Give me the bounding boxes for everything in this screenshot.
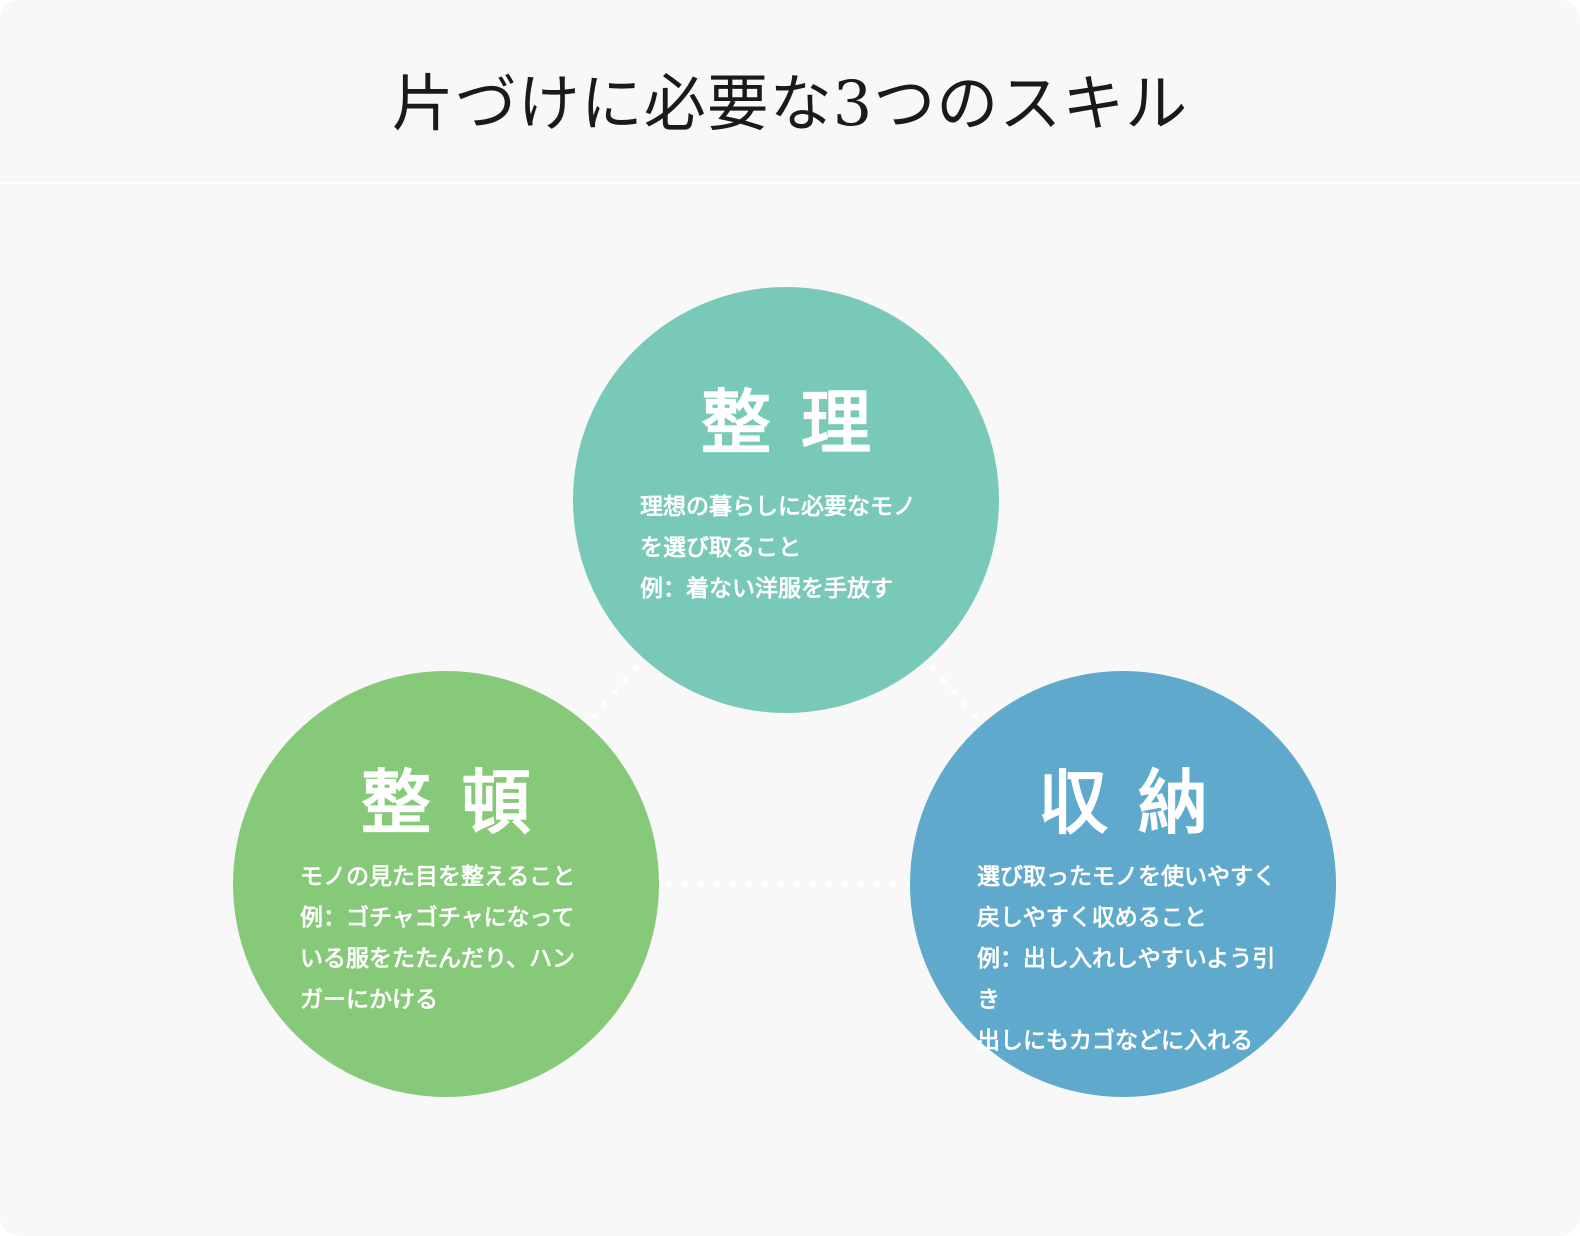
desc-line: 例：着ない洋服を手放す (640, 576, 893, 602)
page-title: 片づけに必要な3つのスキル (391, 67, 1189, 140)
header: 片づけに必要な3つのスキル (0, 0, 1580, 184)
desc-line: 理想の暮らしに必要なモノ (640, 494, 916, 520)
desc-line: 例：ゴチャゴチャになって (300, 905, 575, 931)
desc-line: 出しにもカゴなどに入れる (977, 1028, 1253, 1054)
desc-line: を選び取ること (640, 535, 801, 561)
connector-seiri-seiton (442, 497, 788, 886)
skill-description: モノの見た目を整えること 例：ゴチャゴチャになって いる服をたたんだり、ハン ガ… (300, 857, 619, 1021)
skill-name: 整理 (701, 381, 901, 464)
skill-circle-shuno: 収納 選び取ったモノを使いやすく 戻しやすく収めること 例：出し入れしやすいよう… (910, 671, 1336, 1097)
skill-description: 選び取ったモノを使いやすく 戻しやすく収めること 例：出し入れしやすいよう引き … (977, 857, 1296, 1062)
connector-seiri-shuno (782, 497, 1125, 886)
skill-name: 収納 (1038, 761, 1238, 844)
desc-line: いる服をたたんだり、ハン (300, 946, 576, 972)
desc-line: ガーにかける (300, 987, 438, 1013)
skill-name: 整頓 (361, 761, 561, 844)
desc-line: 例：出し入れしやすいよう引き (977, 946, 1276, 1013)
skill-circle-seiton: 整頓 モノの見た目を整えること 例：ゴチャゴチャになって いる服をたたんだり、ハ… (233, 671, 659, 1097)
desc-line: モノの見た目を整えること (300, 864, 576, 890)
skill-description: 理想の暮らしに必要なモノ を選び取ること 例：着ない洋服を手放す (640, 487, 959, 610)
desc-line: 選び取ったモノを使いやすく (977, 864, 1276, 890)
skill-circle-seiri: 整理 理想の暮らしに必要なモノ を選び取ること 例：着ない洋服を手放す (573, 287, 999, 713)
desc-line: 戻しやすく収めること (977, 905, 1207, 931)
